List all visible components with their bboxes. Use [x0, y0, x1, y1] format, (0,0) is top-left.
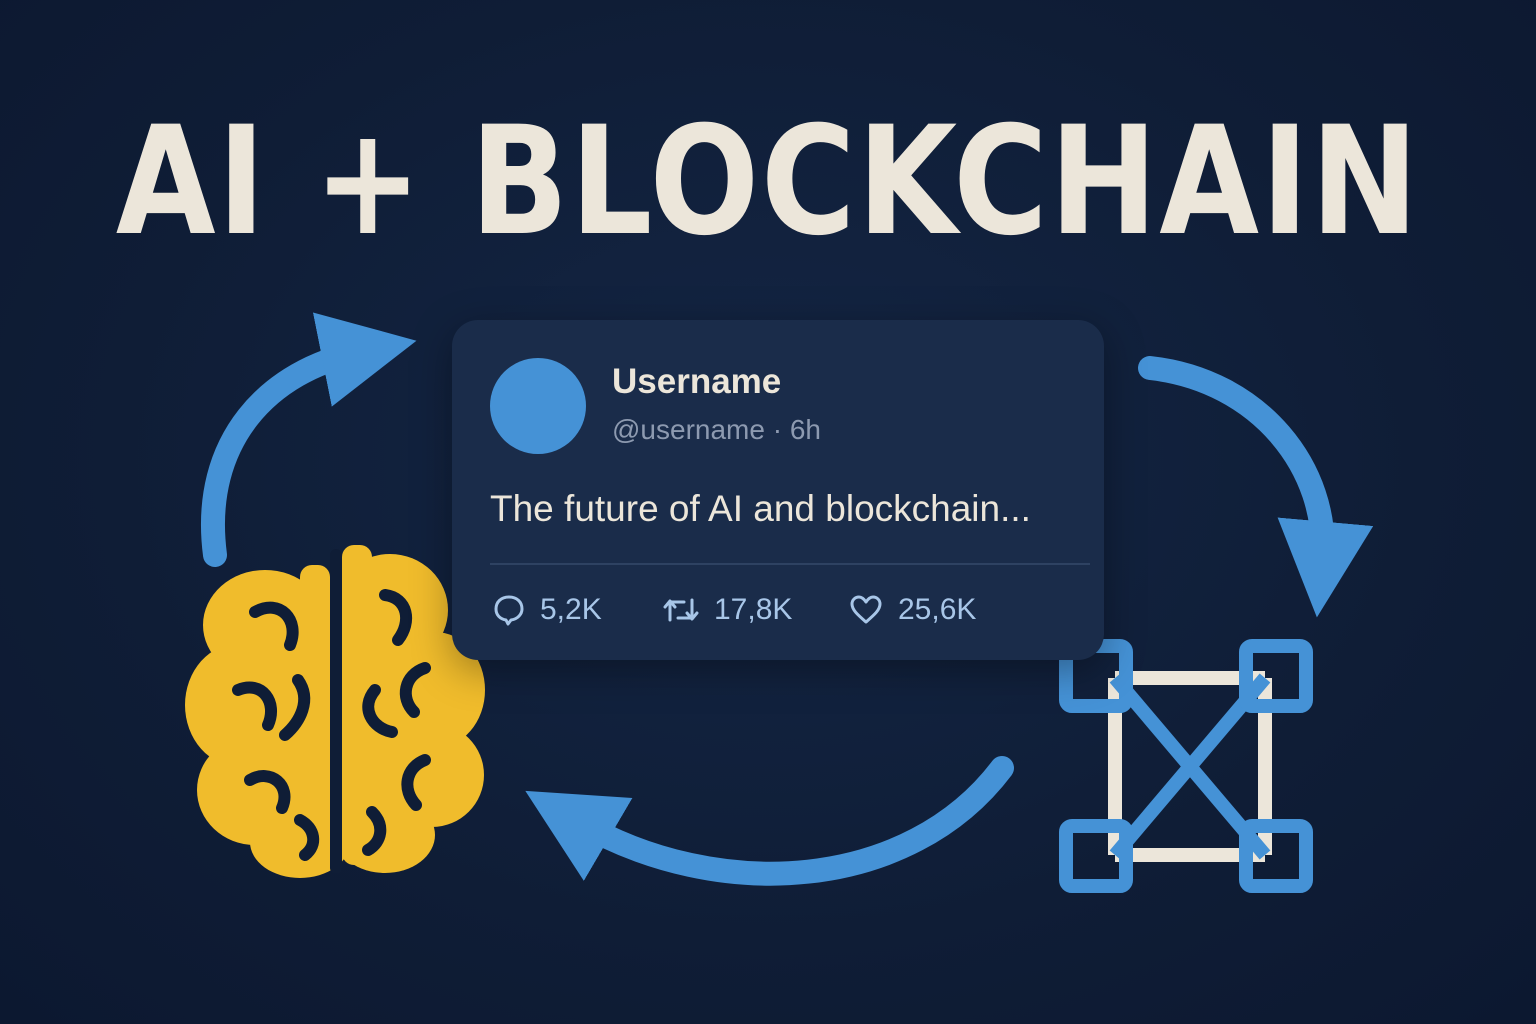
avatar[interactable] — [490, 358, 586, 454]
retweet-icon — [663, 598, 699, 622]
retweet-count: 17,8K — [714, 593, 793, 626]
like-button[interactable]: 25,6K — [848, 588, 976, 632]
tweet-username[interactable]: Username — [612, 362, 782, 401]
speech-bubble-icon — [494, 595, 524, 626]
retweet-button[interactable]: 17,8K — [662, 588, 792, 632]
tweet-text: The future of AI and blockchain... — [490, 488, 1031, 529]
headline: AI + BLOCKCHAIN — [115, 95, 1421, 269]
meta-separator: · — [764, 414, 790, 445]
network-nodes-icon — [1059, 639, 1313, 893]
tweet-handle[interactable]: @username — [612, 414, 765, 445]
cycle-arrow-back-icon — [525, 756, 1014, 886]
tweet-meta: @username · 6h — [612, 414, 821, 446]
heart-icon — [850, 595, 882, 624]
reply-count: 5,2K — [540, 593, 602, 626]
tweet-time[interactable]: 6h — [789, 414, 821, 445]
tweet-card[interactable]: Username @username · 6h The future of AI… — [452, 320, 1104, 660]
brain-icon — [185, 545, 485, 878]
reply-button[interactable]: 5,2K — [492, 588, 602, 632]
divider — [490, 563, 1090, 565]
cycle-arrow-up-icon — [201, 312, 417, 567]
like-count: 25,6K — [898, 593, 977, 626]
cycle-arrow-down-icon — [1138, 356, 1374, 618]
